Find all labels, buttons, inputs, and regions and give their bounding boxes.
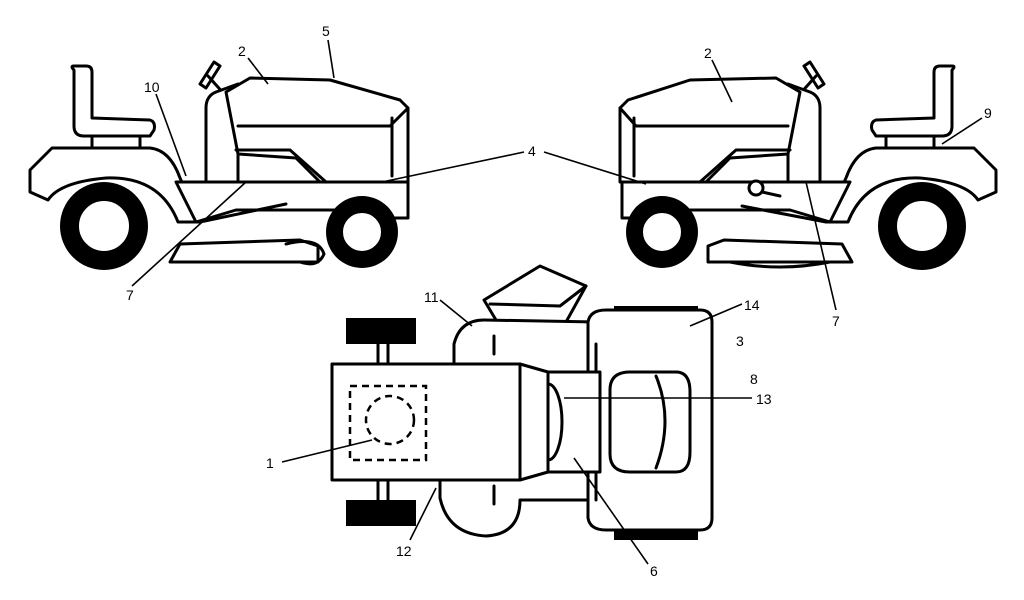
callout-1: 1 xyxy=(266,455,274,471)
leader-4-right xyxy=(543,151,647,185)
leader-14 xyxy=(689,303,743,327)
leader-6 xyxy=(573,457,649,565)
top-view-tractor xyxy=(330,264,714,540)
leader-9 xyxy=(941,117,983,145)
leader-2-left xyxy=(247,57,269,85)
left-rear-fender xyxy=(28,146,202,224)
leader-5 xyxy=(327,39,335,79)
callout-9: 9 xyxy=(984,105,992,121)
leader-4-left xyxy=(381,151,525,183)
callout-4: 4 xyxy=(528,143,536,159)
leader-1 xyxy=(281,439,373,463)
leader-7-right xyxy=(805,181,837,311)
right-hood xyxy=(618,76,802,184)
right-lever-knob xyxy=(747,179,765,197)
callout-7-right: 7 xyxy=(832,313,840,329)
callout-2-left: 2 xyxy=(238,43,246,59)
right-rear-fender xyxy=(824,146,998,224)
callout-13: 13 xyxy=(756,391,772,407)
top-engine-flywheel xyxy=(364,394,416,446)
left-steering-wheel xyxy=(198,60,222,90)
top-right-rear-tire xyxy=(614,530,698,540)
right-steering-wheel xyxy=(802,60,826,90)
right-lift-lever xyxy=(740,204,828,224)
callout-labels: 2 5 10 7 4 2 9 7 11 14 3 8 13 1 12 6 xyxy=(126,23,992,579)
callout-2-right: 2 xyxy=(704,45,712,61)
left-seat xyxy=(70,64,156,138)
top-seat xyxy=(608,370,692,474)
callout-10: 10 xyxy=(144,79,160,95)
leader-10 xyxy=(155,93,187,177)
right-front-rim xyxy=(641,211,683,253)
left-side-view-tractor xyxy=(28,60,410,270)
leader-lines xyxy=(131,39,983,565)
callout-14: 14 xyxy=(744,297,760,313)
top-hood xyxy=(330,362,550,482)
left-lift-lever xyxy=(198,202,288,224)
callout-8: 8 xyxy=(750,371,758,387)
top-left-front-tire xyxy=(346,318,416,344)
left-front-rim xyxy=(341,211,383,253)
callout-7-left: 7 xyxy=(126,287,134,303)
leader-2-right xyxy=(711,59,733,103)
right-side-view-tractor xyxy=(618,60,998,270)
leader-7-left xyxy=(131,181,247,287)
callout-3: 3 xyxy=(736,333,744,349)
right-mower-deck xyxy=(706,238,854,264)
callout-6: 6 xyxy=(650,563,658,579)
right-seat xyxy=(870,64,956,138)
callout-12: 12 xyxy=(396,543,412,559)
top-right-front-tire xyxy=(346,500,416,526)
right-rear-rim xyxy=(895,199,949,253)
top-engine-outline xyxy=(348,384,428,462)
leader-11 xyxy=(439,299,473,327)
left-rear-rim xyxy=(77,199,131,253)
callout-5: 5 xyxy=(322,23,330,39)
left-hood xyxy=(224,76,410,184)
callout-11: 11 xyxy=(424,289,439,305)
leader-12 xyxy=(409,487,437,541)
